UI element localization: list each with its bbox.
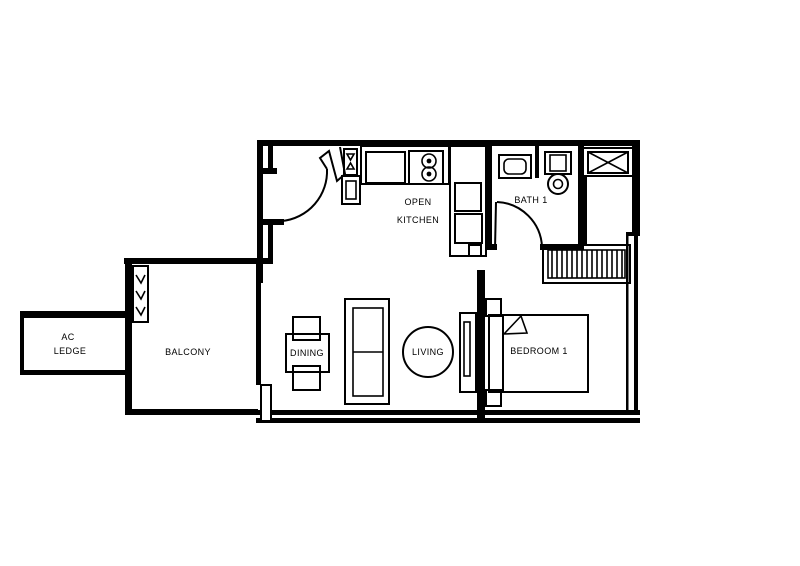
nightstand-icon xyxy=(485,298,502,407)
room-label-open-kitchen-line2: KITCHEN xyxy=(397,215,439,225)
tv-console-icon xyxy=(459,312,477,393)
dining-table-icon xyxy=(285,333,330,373)
balcony-sliding-door-icon xyxy=(260,384,272,422)
bed-icon xyxy=(488,314,589,393)
room-label-ac-ledge-line2: LEDGE xyxy=(54,346,87,356)
room-label-ac-ledge-line1: AC xyxy=(61,332,74,342)
coffee-table-icon xyxy=(402,326,454,378)
cooktop-icon xyxy=(408,150,444,185)
sofa-icon xyxy=(344,298,390,405)
room-label-living: LIVING xyxy=(412,347,444,357)
toilet-icon xyxy=(544,151,572,195)
service-shaft-x-box-icon xyxy=(582,147,634,177)
ac-unit-louvre-icon xyxy=(132,265,149,323)
walls xyxy=(20,140,640,423)
room-label-open-kitchen-line1: OPEN xyxy=(404,197,431,207)
entry-door-swing-icon xyxy=(281,146,347,222)
duct-panel-icon xyxy=(343,148,358,176)
bath-door-swing-icon xyxy=(494,201,543,250)
kitchen-appliance-column-icon xyxy=(449,145,487,257)
shoe-cabinet-icon xyxy=(341,175,361,205)
room-label-bath-1: BATH 1 xyxy=(514,195,547,205)
room-label-balcony: BALCONY xyxy=(165,347,211,357)
bath-sink-icon xyxy=(498,154,532,179)
room-label-bedroom-1: BEDROOM 1 xyxy=(510,346,568,356)
wardrobe-icon xyxy=(542,244,631,284)
room-label-dining: DINING xyxy=(290,348,324,358)
